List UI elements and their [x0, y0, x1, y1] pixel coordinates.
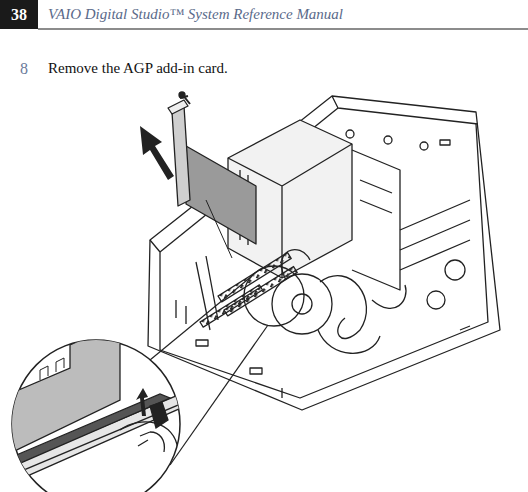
step-instruction: Remove the AGP add-in card.: [48, 60, 228, 77]
step-number: 8: [20, 60, 28, 78]
running-header: VAIO Digital Studio™ System Reference Ma…: [48, 6, 343, 23]
magnified-detail: [0, 322, 190, 492]
chassis: [148, 92, 500, 410]
page-number-box: [0, 0, 38, 29]
header-rule: [38, 28, 528, 29]
removal-arrow: [140, 126, 174, 180]
page-number: 38: [11, 6, 27, 24]
